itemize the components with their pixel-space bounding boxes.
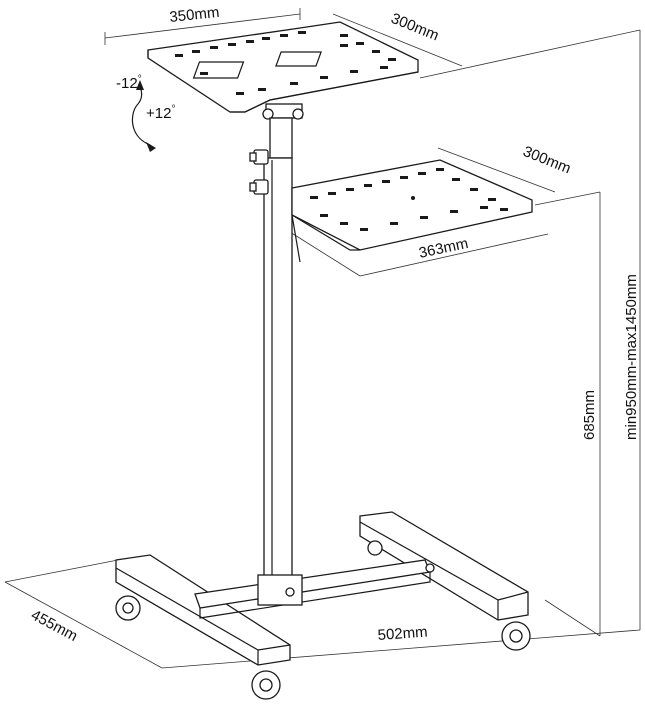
height-knob-upper (249, 149, 269, 165)
caster-front-left (115, 595, 141, 621)
label-shelf-depth: 300mm (521, 143, 574, 178)
tilt-arrow-down-icon (146, 142, 156, 152)
shelf-slots (310, 168, 508, 231)
label-total-height: min950mm-max1450mm (623, 274, 640, 440)
label-base-width: 502mm (377, 624, 428, 644)
tilt-indicator (131, 80, 156, 152)
caster-front-mid (251, 670, 281, 700)
label-tilt-minus: -12° (116, 74, 142, 92)
caster-rear-mid (367, 540, 383, 556)
label-shelf-width: 363mm (417, 235, 469, 262)
caster-rear-right (501, 621, 531, 651)
top-tray-slots (175, 31, 396, 95)
label-top-width: 350mm (169, 4, 221, 26)
shelf-tray (291, 159, 533, 263)
tilt-minus-degree: ° (138, 74, 142, 85)
label-shelf-height: 685mm (581, 390, 598, 440)
base-frame (115, 511, 531, 700)
tilt-arrow-up-icon (136, 80, 144, 90)
top-tray (147, 21, 419, 113)
dimension-lines (4, 8, 641, 669)
label-base-depth: 455mm (28, 607, 80, 645)
tilt-plus-value: +12 (146, 105, 171, 122)
tilt-plus-degree: ° (171, 104, 175, 115)
height-knob-lower (249, 179, 269, 195)
label-tilt-plus: +12° (146, 104, 175, 122)
tilt-minus-value: -12 (116, 75, 138, 92)
hinge-and-column (249, 103, 304, 579)
